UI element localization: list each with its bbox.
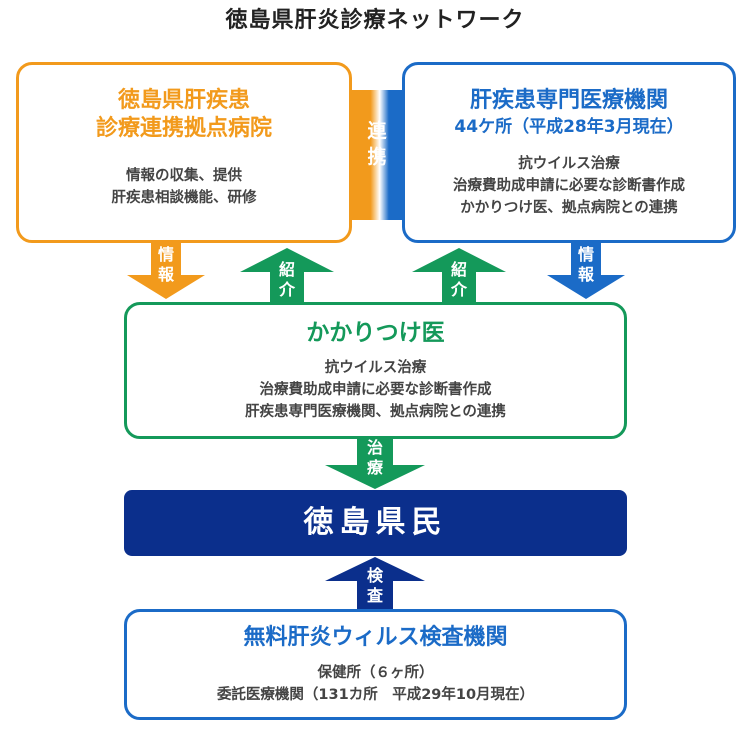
gp-item: 肝疾患専門医療機関、拠点病院との連携	[245, 404, 506, 420]
info-arrow-left	[127, 243, 205, 299]
link-band	[350, 90, 404, 220]
link-label-line2: 携	[367, 146, 387, 168]
info-arrow-left-char: 報	[157, 265, 174, 284]
exam-arrow	[325, 557, 425, 609]
gp-heading: かかりつけ医	[306, 320, 445, 346]
info-arrow-left-char: 情	[157, 245, 174, 264]
intro-arrow-right-label: 紹 介	[444, 260, 474, 300]
info-arrow-right-char: 情	[577, 245, 594, 264]
treatment-arrow-label: 治 療	[360, 438, 390, 478]
hub-hospital-box: 徳島県肝疾患 診療連携拠点病院 情報の収集、提供 肝疾患相談機能、研修	[16, 62, 352, 243]
hub-item: 肝疾患相談機能、研修	[111, 190, 257, 206]
intro-arrow-right-char: 紹	[450, 260, 467, 279]
exam-arrow-char: 検	[366, 566, 383, 585]
gp-item: 抗ウイルス治療	[324, 360, 427, 376]
specialist-item: かかりつけ医、拠点病院との連携	[460, 200, 678, 216]
screening-heading: 無料肝炎ウィルス検査機関	[243, 625, 508, 650]
treatment-arrow-char: 治	[366, 438, 383, 457]
intro-arrow-left	[240, 248, 334, 302]
screening-item: 保健所（６ヶ所）	[317, 665, 434, 681]
specialist-heading: 肝疾患専門医療機関	[469, 88, 668, 113]
exam-arrow-char: 査	[366, 586, 383, 605]
intro-arrow-right-char: 介	[450, 280, 467, 299]
gp-item: 治療費助成申請に必要な診断書作成	[259, 382, 492, 398]
info-arrow-right-label: 情 報	[571, 245, 601, 285]
info-arrow-left-label: 情 報	[151, 245, 181, 285]
intro-arrow-left-char: 介	[278, 280, 295, 299]
hub-heading-line2: 診療連携拠点病院	[95, 116, 272, 141]
specialist-item: 抗ウイルス治療	[518, 156, 620, 172]
info-arrow-right	[547, 243, 625, 299]
hub-heading-line1: 徳島県肝疾患	[117, 88, 250, 113]
specialist-item: 治療費助成申請に必要な診断書作成	[453, 178, 685, 194]
link-label: 連 携	[350, 118, 404, 170]
intro-arrow-left-label: 紹 介	[272, 260, 302, 300]
diagram-title: 徳島県肝炎診療ネットワーク	[225, 8, 525, 33]
gp-box: かかりつけ医 抗ウイルス治療 治療費助成申請に必要な診断書作成 肝疾患専門医療機…	[124, 302, 627, 439]
hub-item: 情報の収集、提供	[126, 168, 242, 184]
intro-arrow-left-char: 紹	[278, 260, 295, 279]
intro-arrow-right	[412, 248, 506, 302]
link-label-line1: 連	[367, 120, 387, 142]
treatment-arrow	[325, 439, 425, 489]
screening-item: 委託医療機関（131カ所 平成29年10月現在）	[216, 687, 535, 703]
specialist-count: 44ケ所（平成28年3月現在）	[454, 117, 684, 137]
info-arrow-right-char: 報	[577, 265, 594, 284]
exam-arrow-label: 検 査	[360, 566, 390, 606]
screening-box: 無料肝炎ウィルス検査機関 保健所（６ヶ所） 委託医療機関（131カ所 平成29年…	[124, 609, 627, 720]
residents-band: 徳島県民	[124, 490, 627, 556]
specialist-box: 肝疾患専門医療機関 44ケ所（平成28年3月現在） 抗ウイルス治療 治療費助成申…	[402, 62, 736, 243]
treatment-arrow-char: 療	[366, 458, 383, 477]
